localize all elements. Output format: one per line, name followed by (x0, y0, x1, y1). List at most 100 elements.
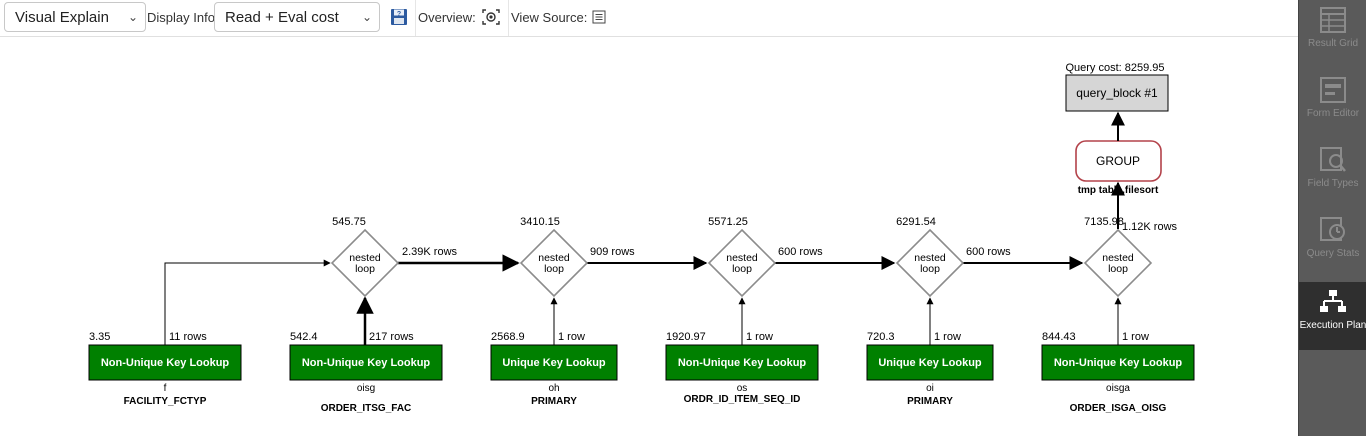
nested-loop-node[interactable]: nested loop (1083, 228, 1153, 298)
loop-cost: 7135.98 (1084, 216, 1124, 228)
query-cost-label: Query cost: 8259.95 (1065, 62, 1164, 74)
query-block-label: query_block #1 (1076, 86, 1158, 100)
view-mode-select[interactable]: Visual Explain ⌄ (4, 2, 146, 32)
sidebar-item-query-stats[interactable]: Query Stats (1299, 216, 1366, 276)
query-block-box[interactable] (1065, 74, 1169, 112)
table-cost: 1920.97 (666, 331, 706, 343)
overview-label: Overview: (418, 10, 476, 25)
loop-rows: 600 rows (966, 246, 1011, 258)
table-access-label: Non-Unique Key Lookup (101, 357, 230, 369)
loop-cost: 5571.25 (708, 216, 748, 228)
group-label: GROUP (1096, 154, 1140, 168)
table-access-node[interactable]: Non-Unique Key Lookup (665, 344, 819, 381)
sidebar-item-label: Query Stats (1306, 248, 1360, 259)
table-access-label: Non-Unique Key Lookup (302, 357, 431, 369)
loop-rows: 600 rows (778, 246, 823, 258)
execution-plan-icon (1320, 290, 1346, 312)
table-access-node[interactable]: Non-Unique Key Lookup (88, 344, 242, 381)
chevron-down-icon: ⌄ (361, 10, 373, 24)
sidebar-item-label: Form Editor (1306, 108, 1360, 119)
table-alias: oh (548, 383, 559, 394)
first-table-edge (164, 259, 331, 346)
table-key: FACILITY_FCTYP (124, 396, 207, 407)
results-sidebar: Result Grid Form Editor Field Types Quer… (1298, 0, 1366, 436)
explain-toolbar: Visual Explain ⌄ Display Info: Read + Ev… (0, 0, 1298, 36)
chevron-down-icon: ⌄ (127, 10, 139, 24)
table-access-node[interactable]: Unique Key Lookup (490, 344, 618, 381)
svg-text:?: ? (397, 11, 401, 18)
table-rows: 1 row (746, 331, 773, 343)
sidebar-item-execution-plan[interactable]: Execution Plan (1299, 282, 1366, 350)
execution-plan-canvas[interactable]: Query cost: 8259.95 query_block #1 GROUP… (0, 36, 1298, 437)
view-source-icon[interactable] (592, 10, 606, 24)
loop-cost: 6291.54 (896, 216, 936, 228)
table-cost: 542.4 (290, 331, 318, 343)
table-cost: 2568.9 (491, 331, 525, 343)
loop-label: loop (544, 263, 564, 275)
table-alias: oisga (1106, 383, 1130, 394)
table-access-label: Unique Key Lookup (502, 357, 606, 369)
loop-cost: 545.75 (332, 216, 366, 228)
table-alias: oi (926, 383, 934, 394)
query-stats-icon (1320, 217, 1345, 241)
table-rows: 1 row (558, 331, 585, 343)
loop-label: nested (349, 252, 381, 264)
table-access-node[interactable]: Non-Unique Key Lookup (289, 344, 443, 381)
table-cost: 844.43 (1042, 331, 1076, 343)
toolbar-separator (415, 0, 416, 36)
result-grid-icon (1320, 7, 1346, 33)
table-access-node[interactable]: Non-Unique Key Lookup (1041, 344, 1195, 381)
loop-label: loop (355, 263, 375, 275)
loop-label: nested (726, 252, 758, 264)
overview-icon[interactable] (482, 9, 500, 25)
table-access-node[interactable]: Unique Key Lookup (866, 344, 994, 381)
sidebar-item-label: Field Types (1307, 178, 1359, 189)
loop-label: loop (1108, 263, 1128, 275)
table-cost: 720.3 (867, 331, 895, 343)
table-key: ORDER_ISGA_OISG (1070, 403, 1167, 414)
loop-label: nested (1102, 252, 1134, 264)
view-mode-value: Visual Explain (15, 8, 109, 26)
table-alias: os (737, 383, 748, 394)
display-info-label: Display Info: (147, 10, 219, 25)
nested-loop-node[interactable]: nested loop (330, 228, 400, 298)
form-editor-icon (1320, 77, 1346, 103)
sidebar-item-label: Execution Plan (1299, 320, 1366, 331)
sidebar-item-form-editor[interactable]: Form Editor (1299, 76, 1366, 136)
sidebar-item-result-grid[interactable]: Result Grid (1299, 6, 1366, 66)
table-access-label: Non-Unique Key Lookup (678, 357, 807, 369)
nested-loop-node[interactable]: nested loop (519, 228, 589, 298)
save-icon[interactable]: ? (390, 8, 408, 26)
view-source-label: View Source: (511, 10, 588, 25)
table-access-label: Unique Key Lookup (878, 357, 982, 369)
display-info-select[interactable]: Read + Eval cost ⌄ (214, 2, 380, 32)
table-alias: f (164, 383, 167, 394)
loop-label: nested (538, 252, 570, 264)
nested-loop-node[interactable]: nested loop (895, 228, 965, 298)
nested-loop-node[interactable]: nested loop (707, 228, 777, 298)
loop-rows: 909 rows (590, 246, 635, 258)
field-types-icon (1320, 147, 1346, 172)
table-rows: 1 row (1122, 331, 1149, 343)
table-alias: oisg (357, 383, 375, 394)
table-key: ORDR_ID_ITEM_SEQ_ID (684, 394, 801, 405)
toolbar-separator (508, 0, 509, 36)
execution-plan-diagram: Query cost: 8259.95 query_block #1 GROUP… (88, 62, 1195, 414)
loop-cost: 3410.15 (520, 216, 560, 228)
loop-rows: 2.39K rows (402, 246, 458, 258)
table-key: PRIMARY (531, 396, 577, 407)
loop-label: nested (914, 252, 946, 264)
sidebar-item-label: Result Grid (1307, 38, 1358, 49)
table-access-label: Non-Unique Key Lookup (1054, 357, 1183, 369)
table-rows: 1 row (934, 331, 961, 343)
table-rows: 217 rows (369, 331, 414, 343)
table-cost: 3.35 (89, 331, 110, 343)
loop-rows: 1.12K rows (1122, 221, 1178, 233)
display-info-value: Read + Eval cost (225, 8, 339, 26)
table-key: PRIMARY (907, 396, 953, 407)
loop-label: loop (920, 263, 940, 275)
table-key: ORDER_ITSG_FAC (321, 403, 412, 414)
loop-label: loop (732, 263, 752, 275)
table-rows: 11 rows (169, 331, 207, 343)
sidebar-item-field-types[interactable]: Field Types (1299, 146, 1366, 206)
